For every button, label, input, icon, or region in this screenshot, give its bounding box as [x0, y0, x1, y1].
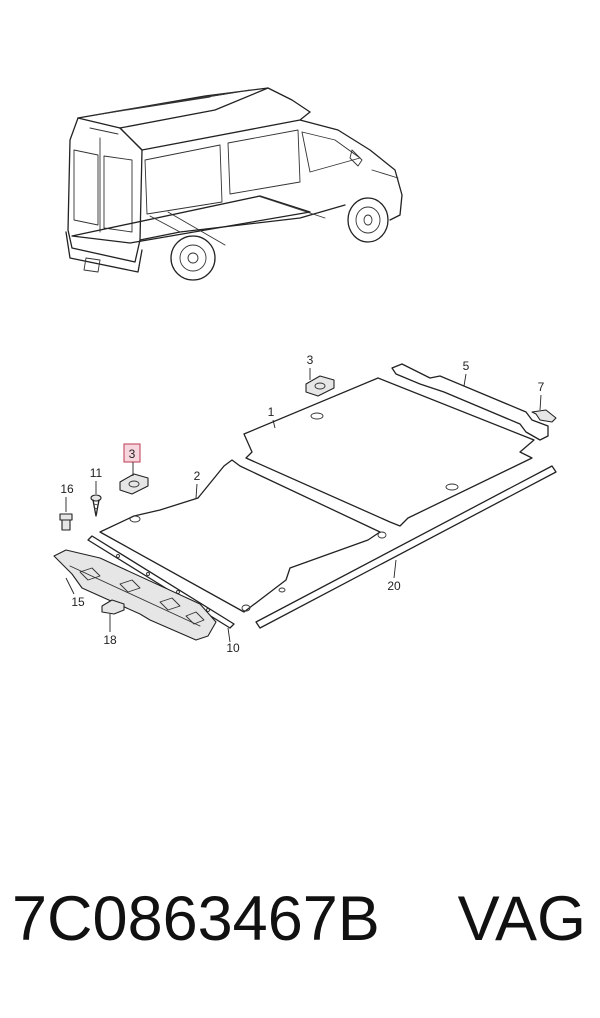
- footer: 7C0863467B VAG: [0, 888, 600, 988]
- callout-18: 18: [103, 614, 117, 647]
- part-number: 7C0863467B: [12, 884, 380, 954]
- callout-1: 1: [268, 405, 276, 429]
- svg-text:10: 10: [226, 641, 240, 655]
- van-illustration: [65, 87, 403, 281]
- floor-panel-2: [99, 459, 381, 613]
- callout-16: 16: [60, 482, 74, 512]
- svg-text:11: 11: [90, 466, 103, 480]
- svg-text:18: 18: [103, 633, 117, 647]
- clip-18: [101, 599, 125, 615]
- svg-text:1: 1: [268, 405, 275, 419]
- cover-3-upper: [305, 375, 335, 397]
- callouts: 1 2 3 3 5 7 10 11: [60, 353, 544, 655]
- brand-name: VAG: [457, 884, 586, 954]
- cover-3-lower: [119, 473, 149, 495]
- svg-text:20: 20: [387, 579, 401, 593]
- trim-15: [53, 549, 217, 641]
- svg-text:3: 3: [129, 447, 136, 461]
- svg-text:3: 3: [307, 353, 314, 367]
- callout-3-upper: 3: [307, 353, 314, 380]
- callout-10: 10: [226, 627, 240, 655]
- callout-20: 20: [387, 559, 401, 593]
- bracket-7: [531, 409, 557, 423]
- svg-text:5: 5: [463, 359, 470, 373]
- floor-panels: [53, 363, 557, 641]
- callout-11: 11: [90, 466, 103, 494]
- callout-5: 5: [463, 359, 470, 387]
- side-strip-5: [391, 363, 549, 441]
- svg-text:7: 7: [538, 380, 545, 394]
- svg-text:2: 2: [194, 469, 201, 483]
- callout-3-highlighted: 3: [123, 443, 141, 476]
- front-wheel: [347, 197, 389, 243]
- floor-panel-1: [243, 377, 535, 527]
- rear-wheel: [170, 235, 216, 281]
- parts-diagram: 1 2 3 3 5 7 10 11: [53, 87, 557, 655]
- screw-11: [90, 494, 102, 517]
- svg-text:16: 16: [60, 482, 74, 496]
- callout-7: 7: [538, 380, 545, 411]
- callout-15: 15: [65, 577, 85, 609]
- svg-text:15: 15: [71, 595, 85, 609]
- floor-strip-20: [255, 465, 557, 629]
- callout-2: 2: [194, 469, 201, 499]
- bolt-16: [59, 513, 73, 531]
